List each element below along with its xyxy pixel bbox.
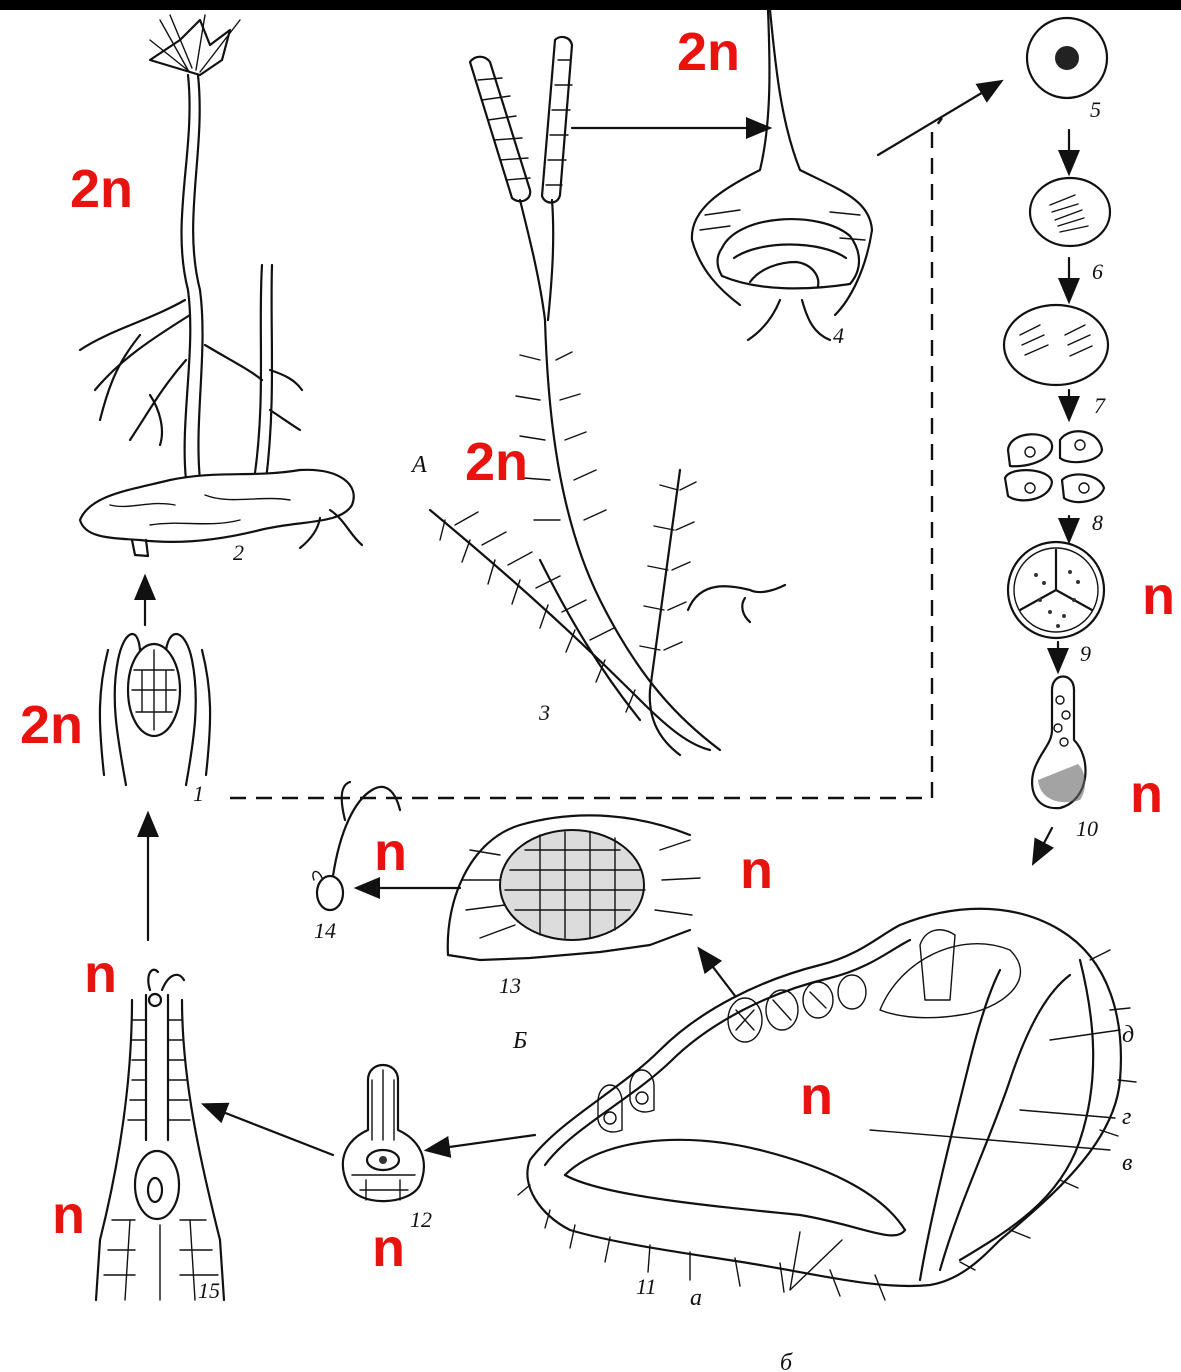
part-letter-v: в [1122,1150,1132,1176]
stage-number-5: 5 [1090,97,1101,122]
stage-9-spore [1008,542,1104,638]
arrow-12-to-15 [205,1105,333,1155]
stage-3-mature-plant [430,37,785,755]
stage-number-1: 1 [193,781,204,806]
ploidy-label-mature-plant: 2n [465,432,528,492]
stage-15-archegonium-mature [96,970,224,1300]
stage-number-13: 13 [499,973,521,998]
stage-1-embryo [100,634,210,785]
stage-13-antheridium [448,815,700,960]
stage-10-germinating-spore [1032,677,1085,809]
ploidy-label-antheridium: n [740,840,773,900]
stage-number-12: 12 [410,1207,432,1232]
section-label-b: Б [512,1028,527,1054]
ploidy-label-spore: n [1142,566,1175,626]
part-letter-g: г [1122,1104,1131,1130]
stage-12-archegonium-young [343,1065,424,1201]
stage-number-6: 6 [1092,259,1103,284]
ploidy-label-gametophyte: n [800,1066,833,1126]
stage-number-8: 8 [1092,510,1103,535]
arrow-10-to-11 [1034,828,1052,862]
ploidy-label-sporophyll: 2n [677,22,740,82]
ploidy-label-archegonium: n [52,1185,85,1245]
stage-8-tetrad [1005,431,1104,502]
dashed-link-line [230,118,942,798]
stage-number-4: 4 [833,323,844,348]
ploidy-label-germinating-spore: n [1130,764,1163,824]
stage-number-14: 14 [314,918,336,943]
ploidy-label-sperm: n [374,822,407,882]
stage-5-spore-mother-cell [1027,18,1107,98]
ploidy-label-archegonium-neck: n [84,944,117,1004]
arrow-4-to-5 [878,82,1000,155]
part-letter-d: д [1122,1022,1134,1048]
part-letter-a: а [690,1285,702,1311]
ploidy-label-young-plant: 2n [70,159,133,219]
stage-number-3: 3 [538,700,550,725]
stage-number-2: 2 [233,540,244,565]
ploidy-label-embryo: 2n [20,695,83,755]
stage-number-15: 15 [198,1278,220,1303]
part-letter-b: б [780,1350,793,1372]
stage-number-7: 7 [1094,393,1106,418]
arrow-11-to-12 [428,1135,535,1150]
stage-7-meiosis-II [1004,305,1108,385]
stage-number-11: 11 [636,1274,656,1299]
stage-number-9: 9 [1080,641,1091,666]
section-label-a: A [410,452,427,478]
stage-number-10: 10 [1076,816,1098,841]
stage-2-young-plant [80,15,362,556]
ploidy-label-young-archegonium: n [372,1218,405,1278]
stage-6-meiosis-I [1030,178,1110,246]
